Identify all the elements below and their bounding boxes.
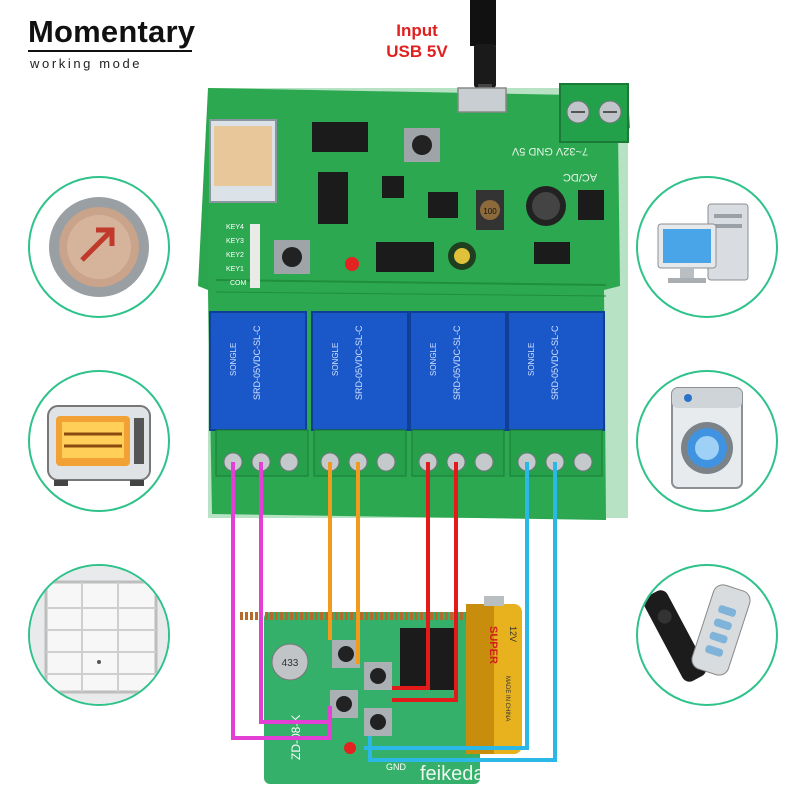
- toaster-oven-circle: [28, 370, 170, 512]
- wire-relay4: [364, 462, 557, 762]
- ic-chip: [376, 242, 434, 272]
- desktop-computer-icon: [657, 203, 749, 283]
- ic-chip: [318, 172, 348, 224]
- ic-chip: [382, 176, 404, 198]
- battery: SUPER 12V MADE IN CHINA: [466, 596, 522, 754]
- com-label: COM: [230, 280, 247, 287]
- key-header: [250, 224, 260, 288]
- relay-model-label: SRD-05VDC-SL-C: [252, 325, 262, 400]
- relay-brand-label: SONGLE: [331, 343, 340, 376]
- red-led: [345, 257, 359, 271]
- wire-relay3: [392, 462, 458, 702]
- remote-button: [330, 690, 358, 718]
- ic-chip: [428, 192, 458, 218]
- ic-chip: [312, 122, 368, 152]
- push-button: [404, 128, 440, 162]
- relay: SRD-05VDC-SL-C SONGLE: [409, 311, 507, 431]
- ic-chip: [578, 190, 604, 220]
- page-subtitle: working mode: [30, 56, 143, 71]
- window-shutter-circle: [28, 564, 170, 706]
- relay-brand-label: SONGLE: [527, 343, 536, 376]
- crystal: [271, 643, 309, 681]
- battery-voltage: 12V: [508, 626, 518, 642]
- remote-gnd-label: GND: [386, 762, 407, 772]
- inductor-label: 100: [483, 207, 497, 216]
- relay: SRD-05VDC-SL-C SONGLE: [311, 311, 409, 431]
- watermark: feikeda: [420, 763, 485, 785]
- relay: SRD-05VDC-SL-C SONGLE: [209, 311, 307, 431]
- washing-machine-circle: [636, 370, 778, 512]
- relay-brand-label: SONGLE: [229, 343, 238, 376]
- terminal-label-2: AC/DC: [563, 171, 597, 183]
- battery-brand: SUPER: [487, 626, 499, 664]
- terminal-label-1: 7~32V GND 5V: [511, 145, 588, 157]
- ic-chip: [534, 242, 570, 264]
- key1-label: KEY1: [226, 266, 244, 273]
- elevator-button-icon: [49, 197, 149, 297]
- page-title: Momentary: [28, 14, 196, 49]
- remote-button: [332, 640, 360, 668]
- battery-note: MADE IN CHINA: [504, 676, 510, 721]
- remote-button: [364, 662, 392, 690]
- power-terminal-block: [559, 83, 629, 143]
- key4-label: KEY4: [226, 224, 244, 231]
- desktop-computer-circle: [636, 176, 778, 318]
- remote-led: [344, 742, 356, 754]
- remote-board: 433 ZD-08-K GND SUPER 12V MADE IN CHINA …: [240, 596, 522, 785]
- crystal-label: 433: [282, 658, 299, 669]
- wire-relay1: [231, 462, 332, 740]
- title-underline: [28, 50, 192, 52]
- relay-board: 100 7~32V GND 5V AC/DC KEY4 KEY3 KEY2 KE…: [198, 83, 630, 520]
- usb-cable: [470, 0, 496, 98]
- relay: SRD-05VDC-SL-C SONGLE: [507, 311, 605, 431]
- washing-machine-icon: [671, 387, 743, 489]
- toaster-oven-icon: [47, 405, 151, 486]
- window-shutter-icon: [30, 566, 168, 704]
- input-label: Input USB 5V: [372, 20, 462, 62]
- remote-controls-circle: [636, 564, 778, 706]
- micro-usb-port: [457, 87, 507, 113]
- key3-label: KEY3: [226, 238, 244, 245]
- relay-model-label: SRD-05VDC-SL-C: [550, 325, 560, 400]
- relay-brand-label: SONGLE: [429, 343, 438, 376]
- input-label-line1: Input: [396, 21, 438, 40]
- input-label-line2: USB 5V: [386, 42, 448, 61]
- push-button: [274, 240, 310, 274]
- relay-model-label: SRD-05VDC-SL-C: [452, 325, 462, 400]
- remote-button: [364, 708, 392, 736]
- relay-model-label: SRD-05VDC-SL-C: [354, 325, 364, 400]
- wire-relay2: [328, 462, 360, 664]
- elevator-button-circle: [28, 176, 170, 318]
- remote-controls-icon: [643, 584, 751, 682]
- key2-label: KEY2: [226, 252, 244, 259]
